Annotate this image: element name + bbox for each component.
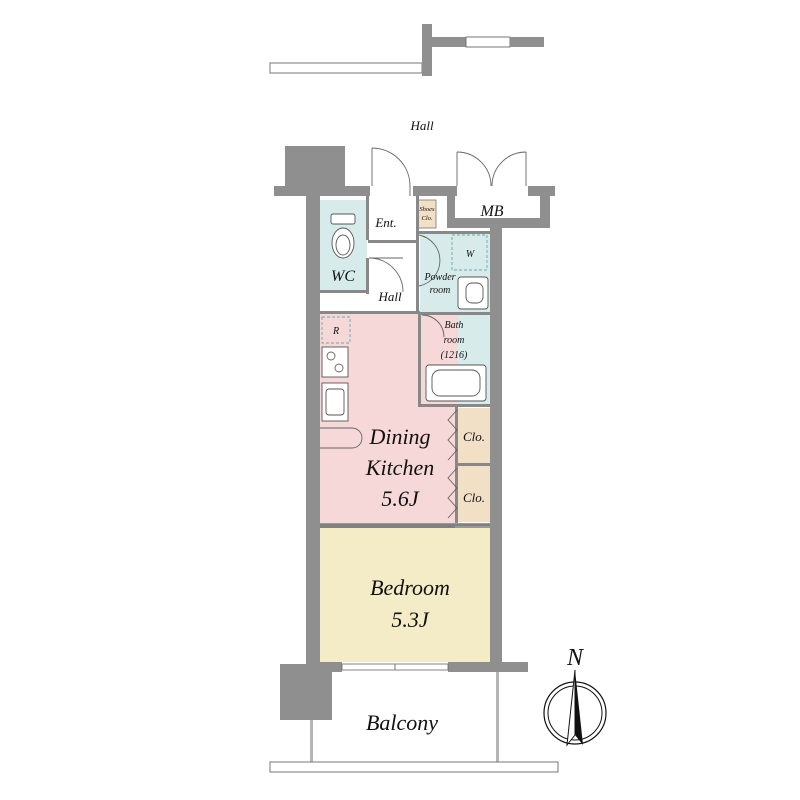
kitchen-sink-icon <box>321 382 349 422</box>
refrigerator-space-icon <box>321 316 351 344</box>
closet-2-label: Clo. <box>463 490 485 505</box>
shoes-closet-fill <box>417 199 437 229</box>
stove-icon <box>321 346 349 378</box>
labels: Hall MB Ent. Shoes Clo. WC Hall W Powder… <box>331 118 504 735</box>
north-label: N <box>566 645 585 671</box>
north-arrow-icon: N <box>543 645 607 747</box>
mb-doors <box>456 151 527 187</box>
dining-kitchen-label-2: Kitchen <box>365 455 434 480</box>
washer-space-icon <box>451 234 488 271</box>
toilet-icon <box>330 213 356 259</box>
powder-room-label-1: Powder <box>423 272 455 283</box>
bedroom-label-2: 5.3J <box>391 607 430 632</box>
entrance-label: Ent. <box>374 215 396 230</box>
closet-2-fill <box>458 466 490 522</box>
hall-inside-label: Hall <box>377 289 402 304</box>
entrance-fill <box>368 193 418 240</box>
partitions <box>320 196 490 528</box>
fixtures <box>321 213 489 422</box>
bathroom-label-3: (1216) <box>441 350 468 361</box>
washer-label: W <box>466 249 476 260</box>
bedroom-fill <box>320 528 490 662</box>
mb-fill <box>453 194 531 220</box>
hall-fill <box>367 240 418 312</box>
balcony-label: Balcony <box>366 710 438 735</box>
closet-1-label: Clo. <box>463 429 485 444</box>
bathroom-label-2: room <box>444 335 465 346</box>
refrigerator-label: R <box>332 326 339 337</box>
dining-kitchen-label-1: Dining <box>368 424 430 449</box>
dining-kitchen-label-3: 5.6J <box>381 486 420 511</box>
corridor-railing <box>269 24 544 76</box>
powder-room-label-2: room <box>430 285 451 296</box>
shoes-closet-label-1: Shoes <box>419 206 435 213</box>
bathtub-icon <box>425 364 487 402</box>
shoes-closet-label-2: Clo. <box>421 215 432 222</box>
wc-label: WC <box>331 268 355 285</box>
washbasin-icon <box>457 276 489 310</box>
closet-1-fill <box>458 408 490 464</box>
entrance-door <box>371 147 411 196</box>
doors <box>320 147 527 671</box>
bathroom-label-1: Bath <box>445 320 464 331</box>
walls <box>269 146 559 773</box>
bedroom-label-1: Bedroom <box>370 575 450 600</box>
mb-label: MB <box>479 203 503 220</box>
hall-outside-label: Hall <box>409 118 434 133</box>
